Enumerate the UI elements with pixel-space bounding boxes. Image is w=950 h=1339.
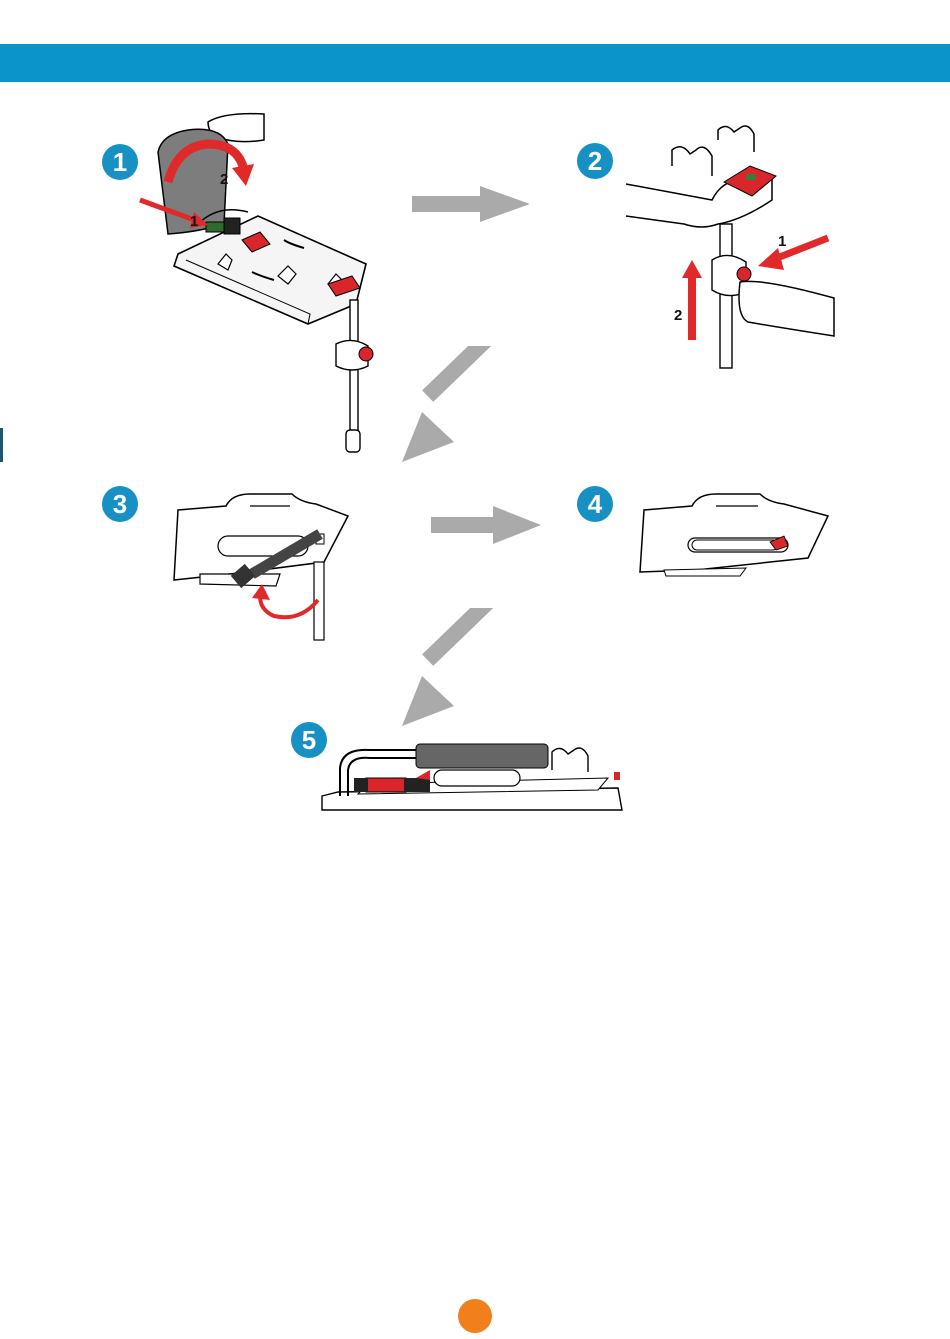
arrow-down-left-icon [402, 608, 534, 726]
arrow-right-icon [431, 506, 543, 544]
header-band [0, 44, 950, 82]
step-2-badge: 2 [577, 143, 613, 179]
step-2-callout-2: 2 [674, 307, 682, 324]
step-1-callout-2: 2 [220, 171, 228, 188]
step-5-illustration [318, 738, 628, 812]
arrow-right-icon [412, 186, 532, 222]
step-4-badge: 4 [577, 486, 613, 522]
page-edge-tab [0, 428, 3, 462]
step-2-illustration: 1 2 [622, 120, 838, 374]
page-number-marker [458, 1299, 492, 1333]
step-3-badge: 3 [102, 486, 138, 522]
arrow-down-left-icon [402, 346, 534, 462]
step-1-callout-1: 1 [190, 213, 198, 230]
step-3-illustration [170, 490, 356, 650]
step-4-illustration [636, 490, 832, 580]
step-1-illustration: 1 2 [128, 104, 388, 464]
step-2-callout-1: 1 [778, 233, 786, 250]
